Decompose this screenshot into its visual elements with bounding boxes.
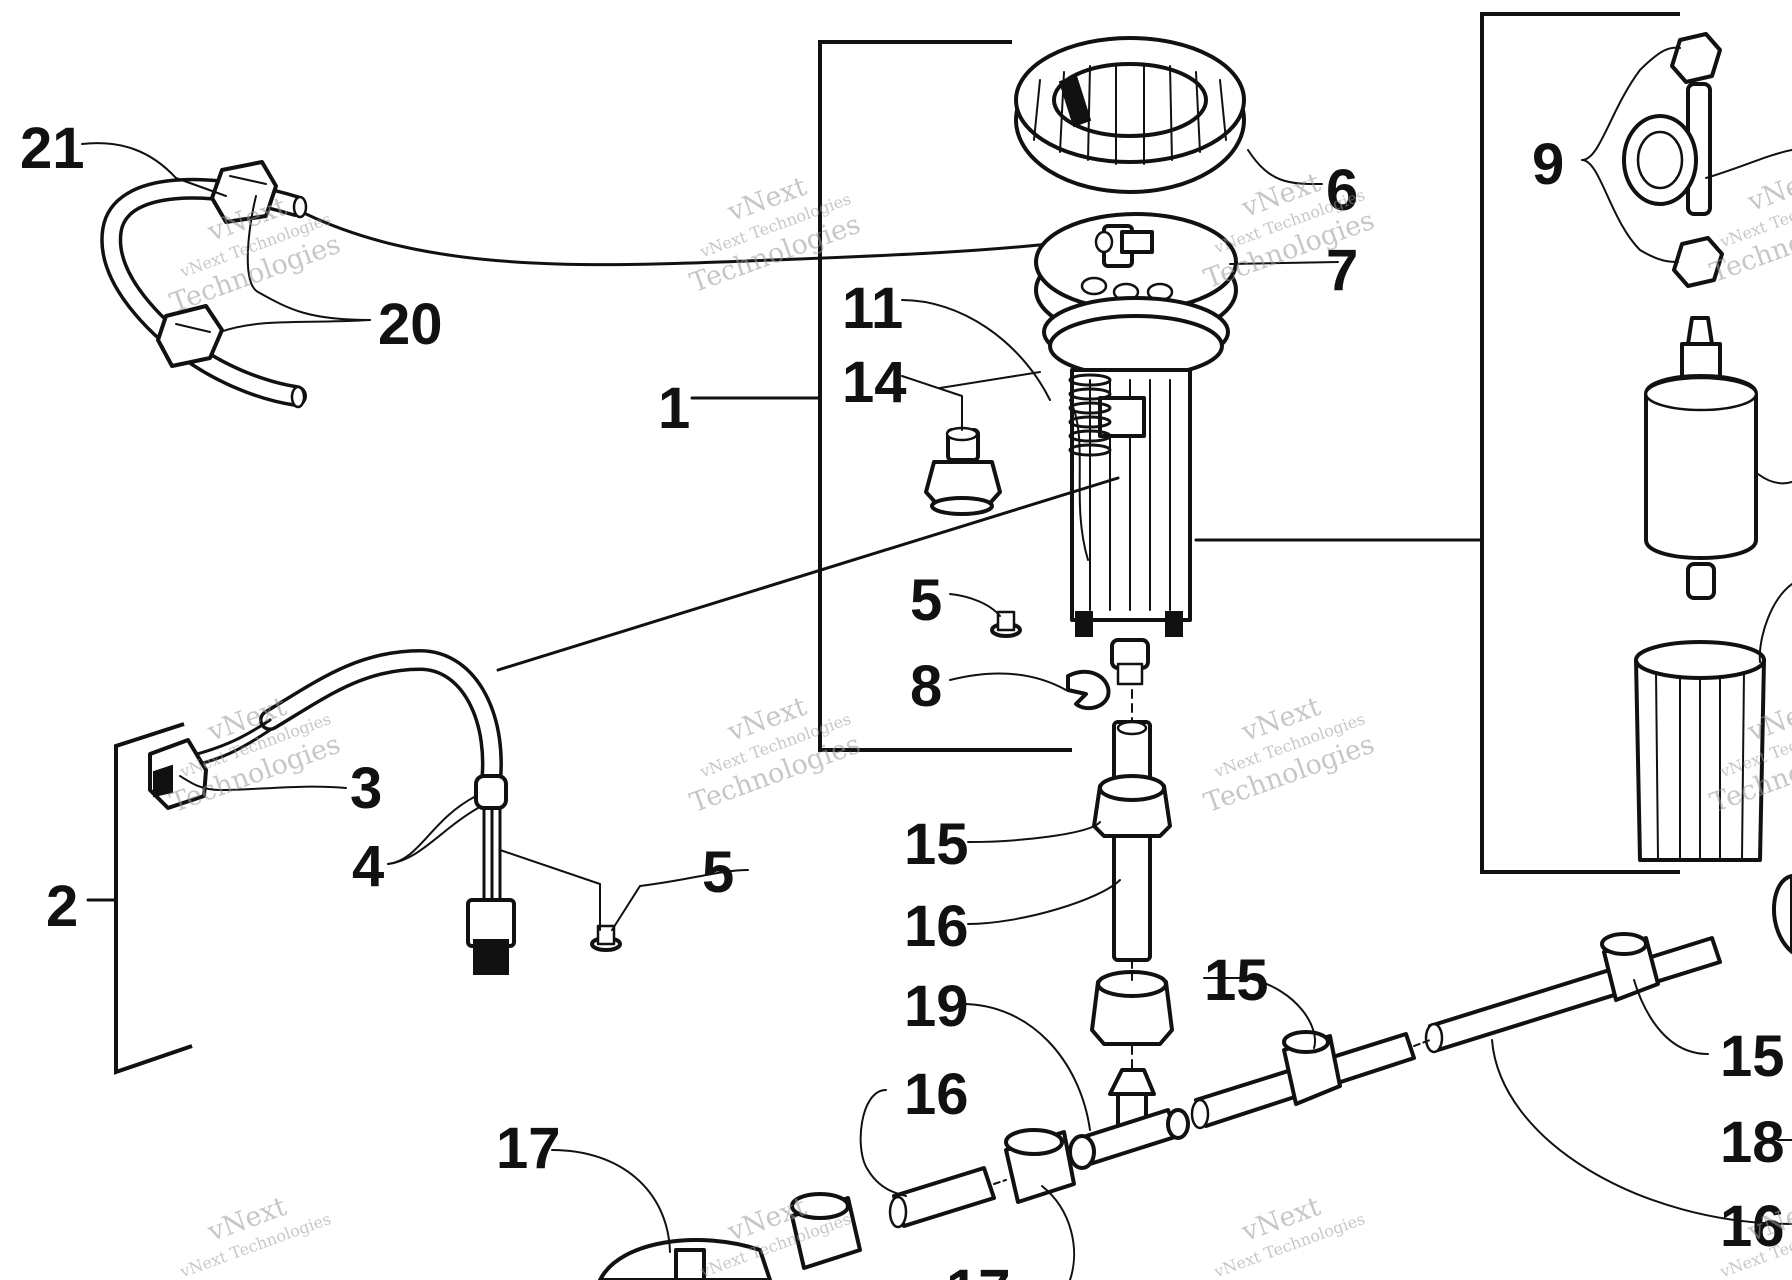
watermark: vNext vNext Technologies Technologies	[1200, 691, 1379, 819]
fuel-tube-far-right	[1424, 936, 1722, 1054]
assembly-bracket-1	[690, 40, 1072, 752]
leader-lines	[81, 46, 1792, 1280]
clamp-17-bottom	[790, 1192, 862, 1270]
callout-14: 14	[842, 350, 907, 415]
grommet-4	[474, 774, 508, 810]
clamp-15-upper	[1092, 774, 1172, 838]
lock-ring-6	[1014, 36, 1246, 194]
callout-labels: 21 20 1 2 3 4 5 5 6 7 8 9 11 14 15 15 15…	[20, 116, 1785, 1280]
callout-18: 18	[1720, 1110, 1785, 1175]
screw-5-upper	[990, 610, 1022, 638]
assembly-bracket-2	[86, 722, 193, 1075]
clamp-15-right	[1282, 1030, 1342, 1106]
callout-2: 2	[46, 874, 78, 939]
callout-21: 21	[20, 116, 85, 181]
connector-3	[148, 738, 208, 810]
pressure-regulator-14	[924, 426, 1002, 516]
assembly-axis-lines	[993, 689, 1431, 1185]
callout-17-lower: 17	[946, 1258, 1011, 1280]
fuel-hose-21	[100, 177, 308, 409]
pump-outlet-neck	[1110, 638, 1150, 686]
callout-15-left: 15	[904, 812, 969, 877]
callout-17-upper: 17	[496, 1116, 561, 1181]
callout-20: 20	[378, 292, 443, 357]
connector-2-end	[466, 898, 516, 975]
clamp-17-lower	[1004, 1128, 1076, 1204]
fuel-pump-bottom-fitting	[598, 1238, 772, 1280]
pump-flange-7	[1034, 212, 1238, 378]
callout-5-upper: 5	[910, 568, 942, 633]
pump-hose-coil	[1622, 82, 1712, 216]
fuel-tube-16-lower	[888, 1166, 996, 1229]
watermark: vNext vNext Technologies	[1211, 1191, 1368, 1280]
callout-16-upper: 16	[904, 894, 969, 959]
callout-1: 1	[658, 376, 690, 441]
hose-clamp-20-upper	[210, 160, 278, 224]
pump-module-body	[1069, 368, 1192, 637]
callout-3: 3	[350, 756, 382, 821]
e-clip-8	[1066, 669, 1111, 711]
tee-fitting-19	[1068, 1068, 1190, 1170]
callout-5-lower: 5	[702, 840, 734, 905]
assembly-bracket-pump	[1194, 12, 1680, 874]
pump-nut-9-lower	[1672, 236, 1724, 288]
callout-4: 4	[352, 834, 384, 899]
watermark: vNext vNext Technologies Technologies	[686, 171, 865, 299]
callout-15-right: 15	[1720, 1024, 1785, 1089]
callout-6: 6	[1326, 158, 1358, 223]
hose-clamp-20-lower	[156, 304, 224, 368]
pump-right-edge-part	[1772, 874, 1792, 954]
in-tank-pump-motor	[1644, 316, 1758, 600]
callout-16-right: 16	[1720, 1194, 1785, 1259]
pump-strainer-sock	[1634, 640, 1766, 862]
callout-8: 8	[910, 654, 942, 719]
callout-9: 9	[1532, 132, 1564, 197]
callout-11: 11	[842, 276, 903, 341]
watermark: vNext vNext Technologies Technologies	[686, 691, 865, 819]
fuel-tube-16-vertical	[1112, 720, 1152, 962]
callout-16-lower: 16	[904, 1062, 969, 1127]
spring-11	[1068, 373, 1112, 457]
callout-19: 19	[904, 974, 969, 1039]
clamp-15-middle	[1090, 970, 1174, 1046]
pump-nut-9-upper	[1670, 32, 1722, 84]
wiring-harness	[188, 648, 503, 902]
callout-7: 7	[1326, 238, 1358, 303]
screw-5-lower	[590, 924, 622, 952]
clamp-15-far-right	[1600, 932, 1660, 1002]
callout-15-middle: 15	[1204, 948, 1269, 1013]
watermark: vNext vNext Technologies	[177, 1191, 334, 1280]
